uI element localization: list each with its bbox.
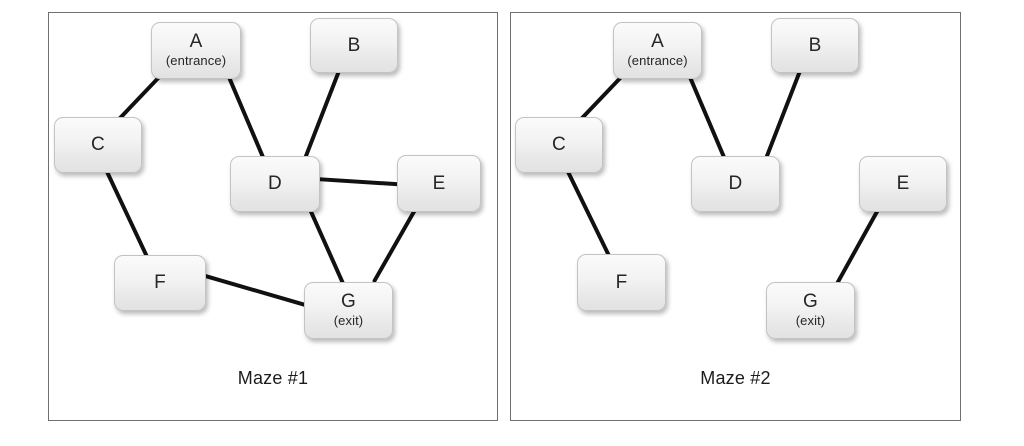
maze-node-label-B: B [808,34,822,56]
maze-node-B[interactable]: B [310,18,398,73]
maze-edge-D-G [307,207,345,285]
maze-node-label-D: D [728,173,743,195]
maze-edge-D-E [316,177,399,187]
maze-edge-E-G [372,209,417,283]
maze-edge-C-F [565,169,611,257]
edge-layer-maze-2 [565,69,880,285]
maze-node-sublabel-A: (entrance) [627,53,688,69]
maze-node-label-F: F [615,271,628,293]
maze-node-C[interactable]: C [515,117,603,173]
maze-node-label-E: E [896,173,910,195]
maze-node-label-C: C [552,134,566,156]
maze-node-G[interactable]: G(exit) [766,282,855,339]
maze-node-F[interactable]: F [114,255,206,311]
maze-panel-maze-1: A(entrance) B C D E F G(exit) Maze #1 [48,12,498,421]
maze-node-G[interactable]: G(exit) [304,282,393,339]
maze-node-sublabel-G: (exit) [333,313,364,329]
maze-edge-B-D [303,69,341,159]
maze-canvas-maze-1: A(entrance) B C D E F G(exit) Maze #1 [49,13,497,420]
maze-edge-B-D [764,69,802,159]
maze-edge-F-G [202,273,306,307]
maze-node-D[interactable]: D [691,156,780,212]
maze-node-label-G: G [341,291,356,313]
maze-edge-A-C [578,74,624,122]
maze-node-sublabel-A: (entrance) [165,53,227,69]
maze-node-label-C: C [91,134,105,156]
maze-node-label-A: A [189,31,203,53]
maze-node-label-D: D [268,173,282,195]
maze-node-E[interactable]: E [859,156,947,212]
maze-node-D[interactable]: D [230,156,320,212]
maze-node-E[interactable]: E [397,155,481,212]
maze-node-label-F: F [154,272,166,294]
maze-edge-A-D [688,75,727,160]
maze-node-label-B: B [347,34,361,56]
maze-node-A[interactable]: A(entrance) [613,22,702,79]
maze-node-label-E: E [432,172,446,194]
maze-node-F[interactable]: F [577,254,666,311]
maze-node-A[interactable]: A(entrance) [151,22,241,79]
edge-layer-maze-1 [104,69,417,307]
maze-node-sublabel-G: (exit) [795,313,826,329]
maze-edge-A-C [116,74,162,122]
maze-node-B[interactable]: B [771,18,859,73]
maze-edge-A-D [227,75,266,160]
maze-edge-E-G [835,209,880,285]
maze-node-C[interactable]: C [54,117,142,173]
maze-caption-maze-2: Maze #2 [700,368,771,388]
maze-canvas-maze-2: A(entrance) B C D E F G(exit) Maze #2 [511,13,960,420]
maze-edge-C-F [104,169,149,258]
maze-node-label-G: G [803,291,818,313]
maze-panel-maze-2: A(entrance) B C D E F G(exit) Maze #2 [510,12,961,421]
maze-caption-maze-1: Maze #1 [237,368,309,388]
maze-node-label-A: A [651,31,664,53]
